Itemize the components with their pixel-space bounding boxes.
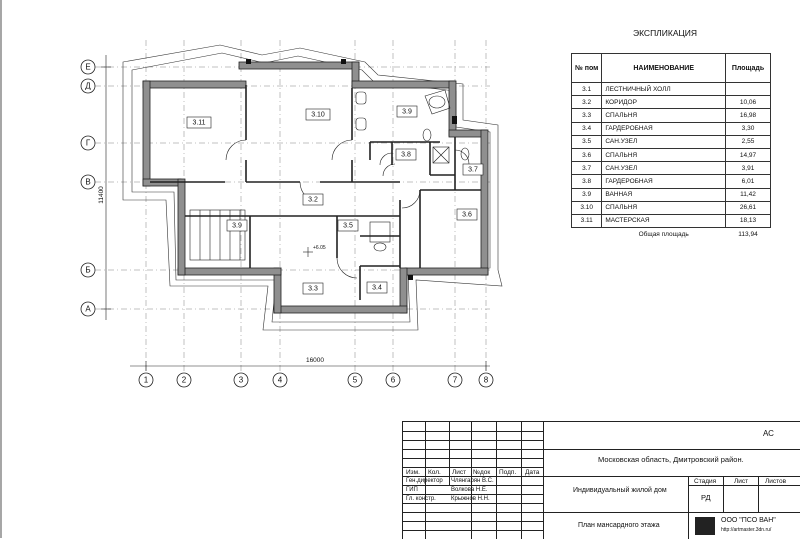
name-director: Члянгарян В.С.: [451, 478, 494, 484]
room-label: 3.3: [308, 286, 318, 293]
structural-posts: [246, 59, 457, 280]
svg-text:+6.05: +6.05: [313, 245, 326, 251]
svg-text:5: 5: [353, 376, 358, 385]
company-logo-icon: [695, 517, 715, 535]
sheet-label: Лист: [734, 478, 749, 485]
room-label: 3.8: [401, 152, 411, 159]
elevation-mark: +6.05: [303, 245, 326, 257]
sanitary-fixtures: [355, 89, 470, 252]
roof-outline: [122, 44, 503, 331]
col-header-podp: Подп.: [499, 469, 517, 476]
col-header-kol: Кол.: [428, 469, 441, 476]
role-gip: ГИП: [406, 487, 418, 493]
header-num: № пом: [570, 53, 603, 83]
dimension-width: 16000: [306, 357, 324, 364]
axis-markers-horizontal: 1 2 3 4 5 6 7 8: [138, 372, 494, 388]
room-label: 3.4: [372, 285, 382, 292]
stage-value: РД: [701, 493, 711, 502]
total-label: Общая площадь: [638, 230, 689, 238]
sheet-title: План мансардного этажа: [578, 522, 660, 529]
svg-text:3: 3: [239, 376, 244, 385]
room-label: 3.2: [308, 197, 318, 204]
drawing-code: АС: [763, 429, 774, 438]
name-gip: Волкова Н.Е.: [451, 487, 488, 493]
svg-text:Д: Д: [85, 82, 91, 91]
col-header-izm: Изм.: [406, 469, 420, 476]
dimension-lines: [101, 55, 490, 371]
svg-text:А: А: [85, 305, 91, 314]
total-value: 113,94: [738, 230, 758, 238]
stage-label: Стадия: [694, 478, 717, 485]
name-constructor: Крыжнов Н.Н.: [451, 496, 490, 502]
door-swings: [225, 139, 470, 279]
svg-text:Е: Е: [85, 63, 90, 72]
table-total-row: Общая площадь 113,94: [572, 228, 771, 241]
room-labels: 3.11 3.10 3.9 3.8 3.7 3.6 3.5 3.4 3.3 3.…: [186, 105, 484, 295]
svg-text:7: 7: [453, 376, 458, 385]
svg-text:4: 4: [278, 376, 283, 385]
exterior-walls: [142, 61, 489, 314]
col-header-list: Лист: [452, 469, 467, 476]
room-label: 3.11: [192, 120, 205, 127]
title-block: АС Московская область, Дмитровский район…: [402, 421, 800, 539]
room-label: 3.10: [311, 112, 325, 119]
svg-text:6: 6: [391, 376, 396, 385]
room-label: 3.5: [343, 223, 353, 230]
header-name: НАИМЕНОВАНИЕ: [601, 53, 726, 83]
svg-text:2: 2: [182, 376, 187, 385]
role-director: Ген.директор: [406, 478, 443, 484]
axis-markers-vertical: Е Д Г В Б А: [80, 59, 96, 317]
room-label: 3.9: [232, 223, 242, 230]
room-label: 3.7: [468, 167, 478, 174]
svg-text:8: 8: [484, 376, 489, 385]
location-text: Московская область, Дмитровский район.: [598, 455, 744, 464]
col-header-date: Дата: [525, 469, 540, 476]
svg-text:В: В: [85, 178, 90, 187]
role-constructor: Гл. констр.: [406, 496, 436, 502]
interior-partitions: [150, 85, 481, 300]
company-name: ООО "ПСО ВАН": [721, 517, 776, 524]
sheets-label: Листов: [765, 478, 787, 485]
room-label: 3.6: [462, 212, 472, 219]
room-label: 3.9: [402, 109, 412, 116]
header-area: Площадь: [725, 53, 771, 83]
dimension-height: 11400: [98, 186, 105, 204]
project-name: Индивидуальный жилой дом: [573, 487, 667, 494]
svg-text:Г: Г: [86, 139, 91, 148]
explication-title: ЭКСПЛИКАЦИЯ: [632, 28, 698, 38]
staircase: [189, 209, 246, 261]
col-header-ndoc: №док: [473, 469, 491, 476]
company-website: http://artmaster.3dn.ru/: [721, 527, 772, 533]
svg-text:Б: Б: [85, 266, 90, 275]
svg-text:1: 1: [144, 376, 149, 385]
